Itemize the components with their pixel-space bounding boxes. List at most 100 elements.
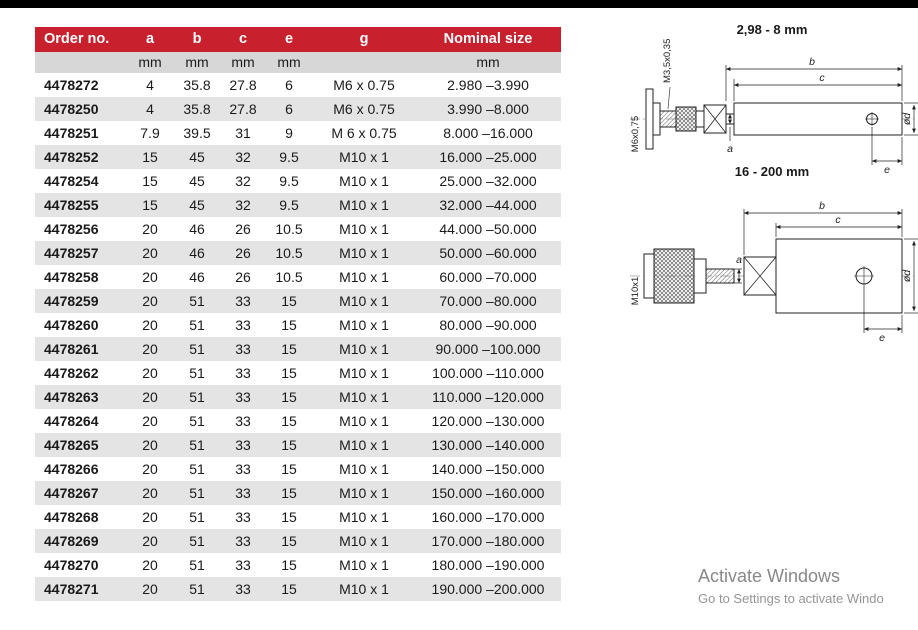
cell-nominal-size: 120.000 –130.000 (431, 413, 545, 429)
cell-nominal-size: 150.000 –160.000 (431, 485, 545, 501)
cell-b: 35.8 (183, 77, 211, 93)
diagram-large-range: 16 - 200 mm (626, 164, 918, 353)
units-row: mm mm mm mm mm (35, 52, 561, 73)
cell-order-no: 4478258 (44, 269, 99, 285)
table-row: 4478256 20 46 26 10.5 M10 x 1 44.000 –50… (35, 217, 561, 241)
col-header-c: c (238, 31, 248, 47)
cell-b: 46 (189, 221, 205, 237)
col-header-nominal-size: Nominal size (443, 31, 533, 47)
table-row: 4478250 4 35.8 27.8 6 M6 x 0.75 3.990 –8… (35, 97, 561, 121)
cell-b: 39.5 (183, 125, 211, 141)
dim-label-c: c (819, 72, 825, 84)
watermark-subtitle: Go to Settings to activate Windo (698, 591, 884, 606)
cell-order-no: 4478259 (44, 293, 99, 309)
unit-nominal-size: mm (476, 54, 500, 70)
cell-order-no: 4478261 (44, 341, 99, 357)
dim-label-a: a (736, 254, 742, 266)
dimension-labels: b c ød e a (727, 56, 913, 176)
cell-nominal-size: 2.980 –3.990 (447, 77, 529, 93)
cell-nominal-size: 32.000 –44.000 (439, 197, 537, 213)
cell-b: 45 (189, 173, 205, 189)
table-row: 4478261 20 51 33 15 M10 x 1 90.000 –100.… (35, 337, 561, 361)
table-row: 4478252 15 45 32 9.5 M10 x 1 16.000 –25.… (35, 145, 561, 169)
cell-a: 20 (142, 389, 158, 405)
cell-g: M10 x 1 (339, 221, 389, 237)
cell-order-no: 4478252 (44, 149, 99, 165)
drawing-shapes (630, 86, 914, 150)
cell-b: 46 (189, 269, 205, 285)
cell-nominal-size: 110.000 –120.000 (432, 389, 544, 405)
cell-order-no: 4478260 (44, 317, 99, 333)
cell-order-no: 4478251 (44, 125, 99, 141)
cell-a: 15 (142, 149, 158, 165)
drawing-shapes (630, 238, 914, 314)
cell-c: 32 (235, 149, 251, 165)
cell-g: M10 x 1 (339, 437, 389, 453)
cell-a: 20 (142, 221, 158, 237)
cell-g: M10 x 1 (339, 413, 389, 429)
table-row: 4478254 15 45 32 9.5 M10 x 1 25.000 –32.… (35, 169, 561, 193)
cell-a: 20 (142, 293, 158, 309)
cell-g: M10 x 1 (339, 581, 389, 597)
cell-g: M10 x 1 (339, 293, 389, 309)
thread-label-m35: M3,5x0,35 (662, 39, 673, 83)
thread-label-m6: M6x0,75 (630, 116, 641, 152)
dimension-labels: b c ød e a (736, 200, 913, 344)
dim-label-d: ød (901, 112, 913, 125)
cell-nominal-size: 60.000 –70.000 (439, 269, 537, 285)
cell-e: 15 (281, 509, 297, 525)
dim-label-a: a (727, 143, 733, 155)
cell-nominal-size: 8.000 –16.000 (443, 125, 533, 141)
table-row: 4478269 20 51 33 15 M10 x 1 170.000 –180… (35, 529, 561, 553)
cell-e: 15 (281, 365, 297, 381)
cell-c: 33 (235, 341, 251, 357)
cell-e: 15 (281, 533, 297, 549)
cell-b: 51 (189, 437, 205, 453)
cell-b: 51 (189, 341, 205, 357)
dim-label-c: c (835, 214, 841, 226)
cell-e: 9.5 (279, 197, 299, 213)
unit-b: mm (185, 54, 209, 70)
cell-e: 9.5 (279, 173, 299, 189)
cell-nominal-size: 140.000 –150.000 (431, 461, 545, 477)
thread-label-m10: M10x1 (630, 277, 641, 306)
cell-c: 27.8 (229, 77, 257, 93)
cell-c: 31 (235, 125, 251, 141)
unit-a: mm (138, 54, 162, 70)
cell-order-no: 4478254 (44, 173, 99, 189)
cell-a: 20 (142, 269, 158, 285)
diagram-small-range-title: 2,98 - 8 mm (736, 22, 808, 37)
cell-a: 20 (142, 557, 158, 573)
cell-a: 20 (142, 461, 158, 477)
col-header-e: e (284, 31, 294, 47)
cell-order-no: 4478264 (44, 413, 99, 429)
unit-order-no (35, 52, 127, 73)
cell-nominal-size: 16.000 –25.000 (439, 149, 537, 165)
activate-windows-watermark: Activate Windows Go to Settings to activ… (698, 566, 884, 606)
cell-a: 20 (142, 365, 158, 381)
cell-b: 51 (189, 293, 205, 309)
cell-b: 51 (189, 461, 205, 477)
cell-g: M10 x 1 (339, 317, 389, 333)
cell-c: 33 (235, 413, 251, 429)
diagram-small-range-drawing: b c ød e a M6x0,75 M3,5x0,35 (630, 39, 918, 176)
cell-nominal-size: 90.000 –100.000 (435, 341, 541, 357)
cell-b: 51 (189, 509, 205, 525)
cell-nominal-size: 130.000 –140.000 (431, 437, 545, 453)
top-black-bar (0, 0, 918, 8)
cell-b: 51 (189, 413, 205, 429)
cell-e: 15 (281, 557, 297, 573)
col-header-g: g (359, 31, 369, 47)
cell-e: 10.5 (275, 269, 303, 285)
cell-order-no: 4478270 (44, 557, 99, 573)
dim-label-b: b (809, 56, 815, 68)
cell-order-no: 4478268 (44, 509, 99, 525)
table-row: 4478251 7.9 39.5 31 9 M 6 x 0.75 8.000 –… (35, 121, 561, 145)
cell-c: 33 (235, 389, 251, 405)
dimension-lines (725, 65, 918, 165)
dim-label-e: e (884, 164, 890, 176)
dim-label-e: e (879, 332, 885, 344)
col-header-order-no: Order no. (44, 31, 110, 47)
spec-table: Order no. a b c e g Nominal size mm mm m… (35, 27, 561, 601)
cell-g: M10 x 1 (339, 389, 389, 405)
